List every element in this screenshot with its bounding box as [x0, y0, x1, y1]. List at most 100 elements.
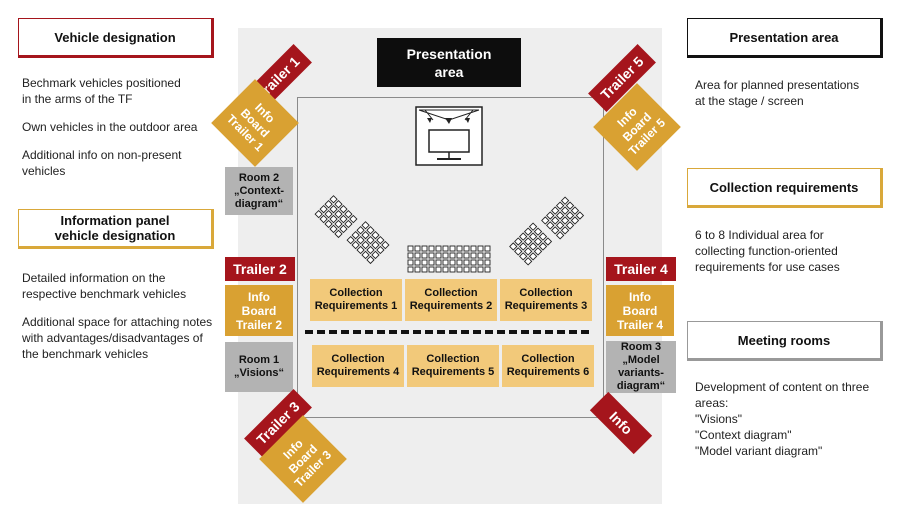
seat	[366, 245, 375, 255]
desc-line: Own vehicles in the outdoor area	[22, 120, 198, 134]
seat	[533, 237, 543, 246]
seat	[463, 259, 470, 266]
room-2-line: Room 2	[238, 171, 280, 184]
seat	[361, 240, 370, 250]
room-3-line: „Model	[622, 354, 660, 366]
room-3: Room 3 „Model variants- diagram“	[606, 341, 676, 393]
seat	[555, 221, 565, 230]
collection-number: Requirements 2	[409, 300, 493, 312]
seat	[528, 232, 538, 241]
board-word: Board	[622, 303, 658, 318]
seat	[565, 211, 575, 220]
seat	[449, 245, 456, 252]
seat	[560, 226, 570, 235]
collection-number: Requirements 4	[316, 366, 400, 378]
seat	[319, 214, 328, 224]
vehicle-designation-header: Vehicle designation	[18, 18, 214, 58]
seat	[366, 226, 375, 235]
collection-number: Requirements 6	[506, 366, 590, 378]
seat	[414, 252, 421, 259]
seat	[442, 252, 449, 259]
collection-requirements-header: Collection requirements	[687, 168, 883, 208]
seat	[428, 266, 435, 273]
desc-line: Development of content on three	[695, 380, 870, 394]
seat	[463, 266, 470, 273]
collection-requirements-1: Collection Requirements 1	[310, 279, 402, 321]
seat	[435, 245, 442, 252]
desc-line: in the arms of the TF	[22, 92, 133, 106]
seat	[575, 211, 585, 220]
desc-line: collecting function-oriented	[695, 244, 838, 258]
collection-requirements-6: Collection Requirements 6	[502, 345, 594, 387]
seat	[541, 216, 550, 225]
hall-outline	[297, 97, 604, 418]
seat	[523, 237, 533, 246]
seat	[407, 259, 414, 266]
seat	[538, 232, 548, 241]
seat	[329, 224, 338, 234]
seat	[442, 245, 449, 252]
seat	[484, 252, 491, 259]
seat	[329, 195, 338, 204]
trailer-4-label: Trailer 4	[614, 261, 668, 277]
seat	[356, 245, 365, 255]
seat	[523, 257, 533, 266]
seat	[518, 252, 528, 261]
meeting-rooms-header: Meeting rooms	[687, 321, 883, 361]
seat	[555, 231, 565, 240]
collection-number: Requirements 1	[314, 300, 398, 312]
seat	[518, 232, 528, 241]
seat	[477, 266, 484, 273]
desc-line: Detailed information on the	[22, 271, 166, 285]
seat	[329, 214, 338, 224]
seat-block	[541, 196, 585, 240]
seat	[344, 219, 353, 229]
desc-line: the benchmark vehicles	[22, 347, 149, 361]
seat	[435, 266, 442, 273]
seat-block	[314, 195, 358, 239]
seat	[356, 226, 365, 235]
trailer-2-label: Trailer 2	[233, 261, 287, 277]
info-panel-title-line1: Information panel	[60, 213, 170, 228]
stage-screen-icon	[415, 106, 483, 166]
desc-line: areas:	[695, 396, 729, 410]
seat	[361, 221, 370, 230]
seat	[319, 204, 328, 214]
collection-requirements-text: 6 to 8 Individual area for collecting fu…	[695, 227, 895, 275]
presentation-area-header: Presentation area	[687, 18, 883, 58]
seat	[538, 242, 548, 251]
seat	[565, 221, 575, 230]
seat	[421, 245, 428, 252]
seat	[484, 266, 491, 273]
seat	[334, 209, 343, 219]
seat	[477, 245, 484, 252]
info-word: Info	[248, 289, 270, 304]
collection-requirements-3: Collection Requirements 3	[500, 279, 592, 321]
seat	[371, 250, 380, 260]
collection-number: Requirements 3	[504, 300, 588, 312]
desc-line: "Context diagram"	[695, 428, 792, 442]
seat	[351, 230, 360, 240]
seat-block	[407, 245, 491, 273]
seat	[570, 216, 580, 225]
seat	[470, 259, 477, 266]
seat	[570, 206, 580, 215]
seat	[442, 266, 449, 273]
trailer-4: Trailer 4	[606, 257, 676, 281]
seat	[428, 259, 435, 266]
seat	[528, 222, 538, 231]
collection-word: Collection	[521, 353, 575, 365]
collection-requirements-title: Collection requirements	[709, 179, 859, 195]
seat	[371, 240, 380, 250]
seat	[470, 245, 477, 252]
seat	[324, 200, 333, 209]
info-panel-header: Information panel vehicle designation	[18, 209, 214, 249]
seat	[509, 242, 518, 251]
seat	[314, 209, 323, 219]
seat	[339, 214, 348, 224]
info-board-trailer-name: Trailer 4	[616, 317, 664, 332]
seat	[442, 259, 449, 266]
seat	[546, 221, 555, 230]
seat	[414, 245, 421, 252]
seat	[421, 252, 428, 259]
